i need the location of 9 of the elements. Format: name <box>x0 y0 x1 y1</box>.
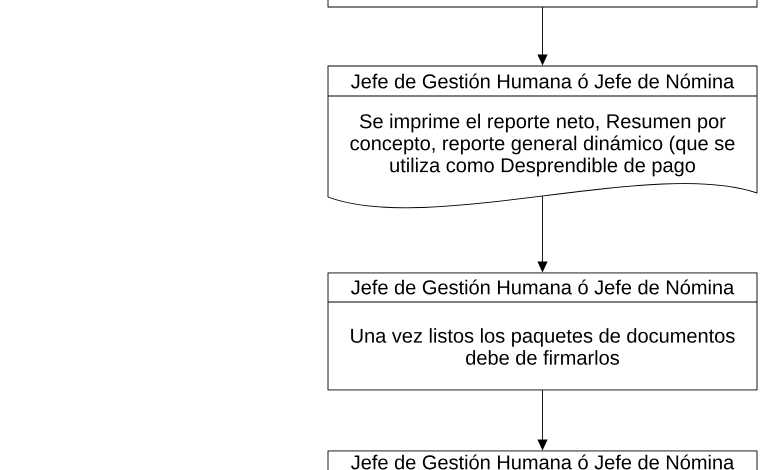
document-box <box>328 66 758 208</box>
process-box <box>328 450 758 470</box>
heading-text: Jefe de Gestión Humana ó Jefe de Nómina <box>351 74 734 88</box>
step-text: Se imprime el reporte neto, Resumen por concepto, reporte general dinámico (que se utiliza como Desprendible de pago <box>350 114 734 176</box>
process-box <box>328 272 758 390</box>
heading-text: Jefe de Gestión Humana ó Jefe de Nómina <box>351 454 734 470</box>
step-text: Una vez listos los paquetes de documentos debe de firmarlos <box>351 328 735 365</box>
heading-text: Jefe de Gestión Humana ó Jefe de Nómina <box>351 280 734 294</box>
process-box <box>328 0 758 8</box>
